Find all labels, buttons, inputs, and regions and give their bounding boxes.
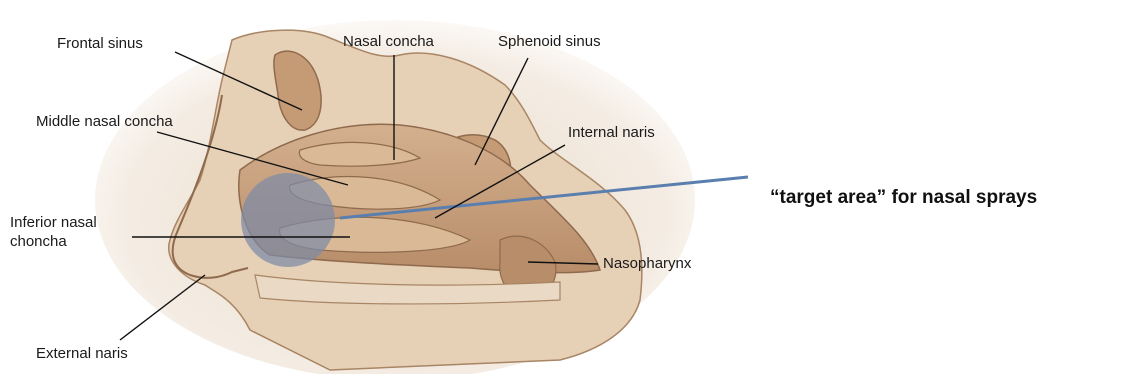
- label-middle-nasal-concha: Middle nasal concha: [36, 113, 173, 130]
- label-inferior-nasal-choncha-line2: choncha: [10, 233, 67, 250]
- label-frontal-sinus: Frontal sinus: [57, 35, 143, 52]
- label-nasopharynx: Nasopharynx: [603, 255, 692, 272]
- label-nasal-concha: Nasal concha: [343, 33, 435, 50]
- label-internal-naris: Internal naris: [568, 124, 655, 141]
- target-area-callout: “target area” for nasal sprays: [770, 187, 1037, 208]
- label-inferior-nasal-choncha-line1: Inferior nasal: [10, 214, 97, 231]
- label-sphenoid-sinus: Sphenoid sinus: [498, 33, 601, 50]
- target-area-highlight: [241, 173, 335, 267]
- label-external-naris: External naris: [36, 345, 128, 362]
